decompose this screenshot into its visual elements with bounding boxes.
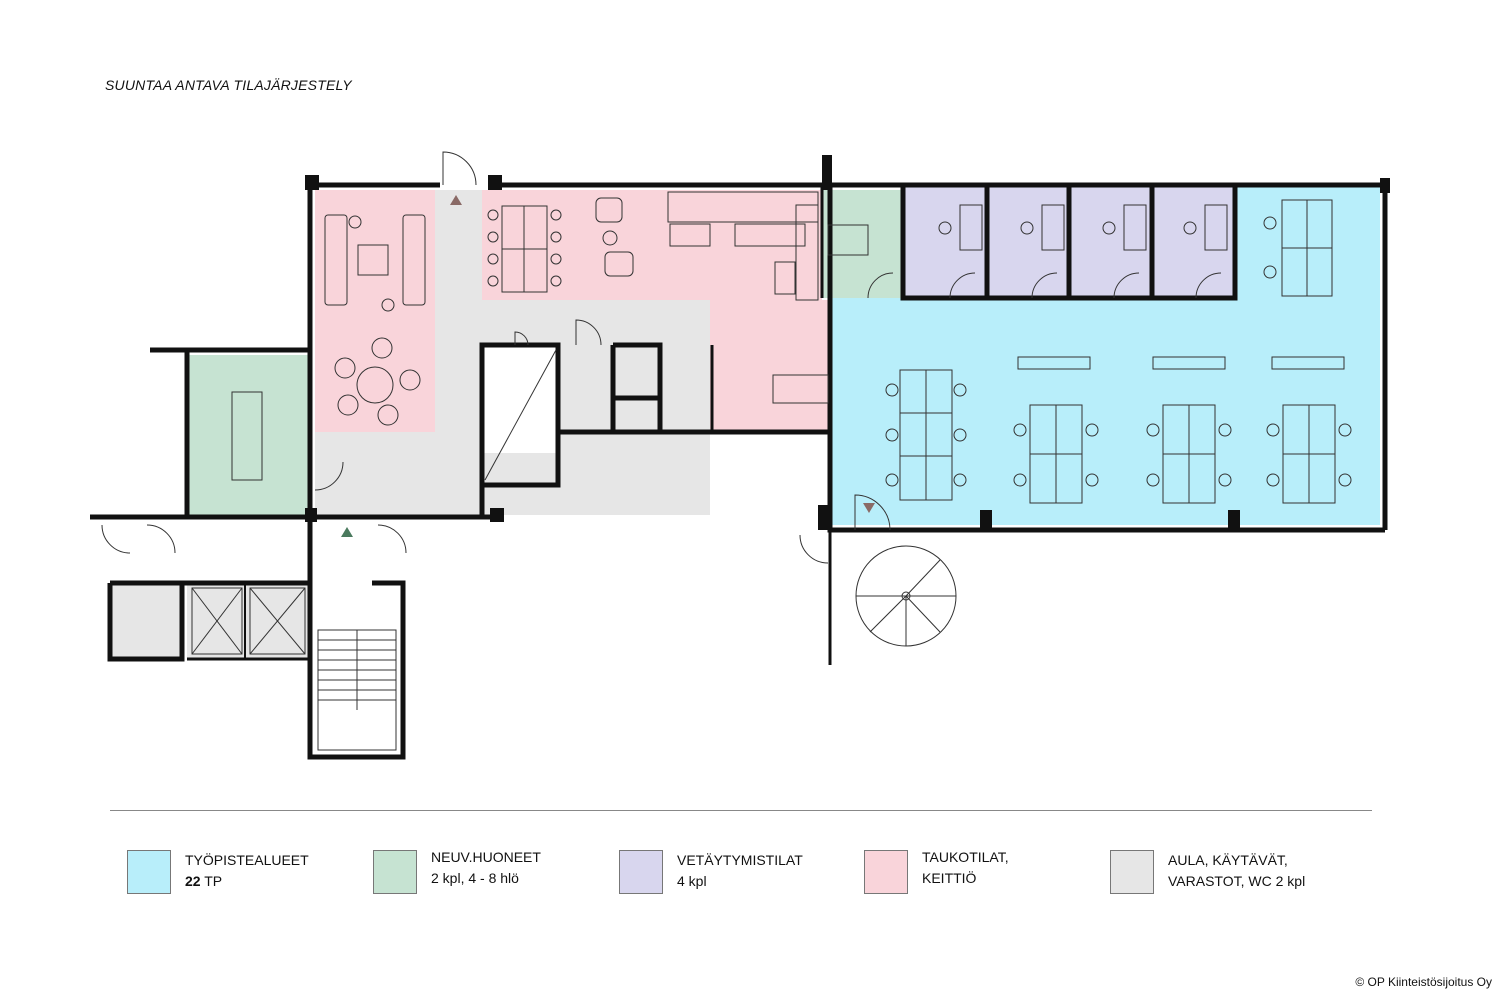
- zone-meeting-left: [187, 355, 310, 517]
- wall-pillars: [305, 155, 1390, 530]
- entrance-arrows: [341, 195, 875, 537]
- legend-swatch: [373, 850, 417, 894]
- divider: [110, 810, 1372, 811]
- legend-sub: 4 kpl: [677, 873, 707, 889]
- legend-label: TYÖPISTEALUEET: [185, 852, 309, 868]
- legend-swatch: [619, 850, 663, 894]
- zone-workstations: [830, 185, 1380, 525]
- legend-meeting: NEUV.HUONEET 2 kpl, 4 - 8 hlö: [373, 849, 541, 894]
- plan-title: SUUNTAA ANTAVA TILAJÄRJESTELY: [105, 77, 352, 93]
- legend-retreat: VETÄYTYMISTILAT 4 kpl: [619, 850, 803, 894]
- entrance-arrow-bottom: [341, 527, 353, 537]
- zone-break-top: [482, 190, 822, 300]
- zones: [110, 185, 1380, 659]
- legend-count: 22: [185, 873, 201, 889]
- zone-meeting-top: [822, 190, 903, 298]
- legend-label: AULA, KÄYTÄVÄT,: [1168, 852, 1288, 868]
- legend-break: TAUKOTILAT, KEITTIÖ: [864, 849, 1009, 894]
- spiral-staircase: [855, 545, 957, 647]
- entrance-arrow-workspace: [863, 503, 875, 513]
- legend-swatch: [1110, 850, 1154, 894]
- legend-unit: TP: [200, 873, 223, 889]
- legend-label: NEUV.HUONEET: [431, 849, 541, 865]
- legend-sub: 2 kpl, 4 - 8 hlö: [431, 870, 519, 886]
- legend-workstation: TYÖPISTEALUEET 22 TP: [127, 850, 309, 894]
- legend-label: TAUKOTILAT,: [922, 849, 1009, 865]
- entrance-arrow-top: [450, 195, 462, 205]
- furniture: [231, 191, 1352, 504]
- zone-lounge: [315, 190, 435, 432]
- staircase: [317, 629, 397, 751]
- legend-lobby: AULA, KÄYTÄVÄT, VARASTOT, WC 2 kpl: [1110, 850, 1305, 894]
- desk-cluster: [885, 199, 1352, 504]
- doors: [101, 151, 1222, 564]
- legend-sub: VARASTOT, WC 2 kpl: [1168, 873, 1306, 889]
- legend-sub: KEITTIÖ: [922, 870, 977, 886]
- legend-swatch: [864, 850, 908, 894]
- legend-label: VETÄYTYMISTILAT: [677, 852, 803, 868]
- legend-swatch: [127, 850, 171, 894]
- copyright: © OP Kiinteistösijoitus Oy: [1355, 975, 1492, 989]
- zone-kitchen: [710, 300, 830, 432]
- elevators: [191, 349, 557, 655]
